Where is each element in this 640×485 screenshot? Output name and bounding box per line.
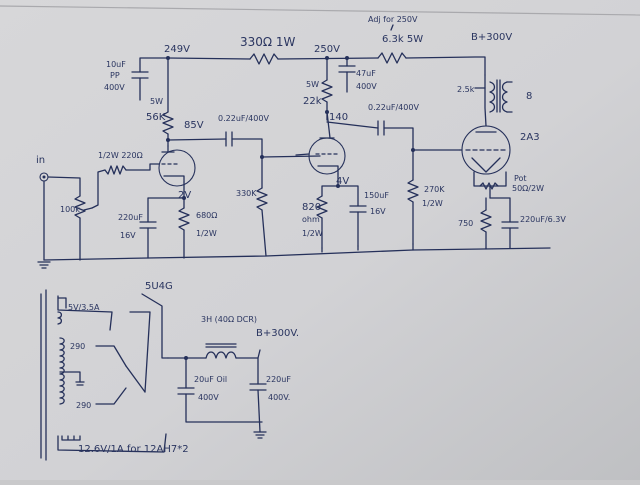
label-pot: Pot xyxy=(514,174,527,183)
power-stage-cathode xyxy=(473,171,519,249)
power-transformer xyxy=(40,289,167,461)
tube-v2 xyxy=(295,137,346,175)
label-10uf-400v: 400V xyxy=(104,83,125,92)
supply-rail xyxy=(166,52,486,76)
label-140: 140 xyxy=(329,112,348,123)
stage2-plate xyxy=(321,57,461,152)
label-150uf-16v: 16V xyxy=(370,207,386,216)
label-2k5: 2.5k xyxy=(457,85,475,94)
label-220uf-psu-400v: 400V. xyxy=(268,393,290,402)
label-bplus-psu: B+300V. xyxy=(256,328,299,339)
stage1-cathode xyxy=(139,181,190,259)
label-5u4g: 5U4G xyxy=(145,281,173,292)
label-270k-1-2w: 1/2W xyxy=(422,199,443,208)
grid-leak-330k xyxy=(256,156,268,257)
label-10uf: 10uF xyxy=(106,60,126,69)
label-330k: 330K xyxy=(236,189,257,198)
label-input: in xyxy=(36,155,45,166)
input-grid-stopper xyxy=(91,165,127,209)
label-6k3-5w: 6.3k 5W xyxy=(382,34,423,45)
label-820-ohm: ohm xyxy=(302,215,320,224)
label-bplus-top: B+300V xyxy=(471,32,512,43)
input-jack xyxy=(39,172,81,261)
label-20uf-oil: 20uF Oil xyxy=(194,375,227,384)
label-290-a: 290 xyxy=(70,342,85,351)
label-grid-stopper: 1/2W 220Ω xyxy=(98,151,143,160)
label-22k: 22k xyxy=(303,96,322,107)
label-330-ohm-1w: 330Ω 1W xyxy=(240,35,296,49)
label-2v: 2V xyxy=(178,190,191,201)
label-220uf: 220uF xyxy=(118,213,143,222)
label-10uf-pp: PP xyxy=(110,71,120,80)
label-choke-3h: 3H (40Ω DCR) xyxy=(201,315,257,324)
cap-20uf-oil xyxy=(177,357,263,423)
label-150uf: 150uF xyxy=(364,191,389,200)
label-290-b: 290 xyxy=(76,401,91,410)
label-250v: 250V xyxy=(314,44,340,55)
label-pot-100k: 100k xyxy=(60,205,80,214)
stage1-plate xyxy=(162,57,321,159)
label-xfmr-8: 8 xyxy=(526,91,532,102)
label-4v: 4V xyxy=(336,176,349,187)
label-220uf-psu: 220uF xyxy=(266,375,291,384)
label-820-1-2w: 1/2W xyxy=(302,229,323,238)
cap-220uf-psu xyxy=(249,357,267,439)
rectifier-5u4g xyxy=(125,293,169,393)
tube-v1 xyxy=(125,145,196,187)
label-adj-note: Adj for 250V xyxy=(368,15,418,24)
label-249v: 249V xyxy=(164,44,190,55)
cap-47uf xyxy=(338,57,356,93)
label-270k: 270K xyxy=(424,185,445,194)
pot-100k xyxy=(74,195,93,261)
label-2a3: 2A3 xyxy=(520,132,540,143)
cap-10uf xyxy=(131,57,169,101)
label-5w-a: 5W xyxy=(150,97,163,106)
label-022uf-b: 0.22uF/400V xyxy=(368,103,419,112)
label-680-1-2w: 1/2W xyxy=(196,229,217,238)
label-680-ohm: 680Ω xyxy=(196,211,217,220)
schematic-labels: 249V 330Ω 1W 250V Adj for 250V 6.3k 5W B… xyxy=(36,15,566,455)
label-5v-3a5: 5V/3.5A xyxy=(68,303,100,312)
ground-bus xyxy=(37,243,551,269)
label-85v: 85V xyxy=(184,120,204,131)
output-transformer xyxy=(474,74,513,127)
label-47uf-400v: 400V xyxy=(356,82,377,91)
label-pot-50ohm: 50Ω/2W xyxy=(512,184,544,193)
adj-arrow xyxy=(390,24,394,31)
label-47uf: 47uF xyxy=(356,69,376,78)
label-56k: 56K xyxy=(146,112,166,123)
label-20uf-400v: 400V xyxy=(198,393,219,402)
paper-fold xyxy=(0,5,640,16)
label-750: 750 xyxy=(458,219,473,228)
label-220uf-16v: 16V xyxy=(120,231,136,240)
label-820: 820 xyxy=(302,202,321,213)
label-5w-b: 5W xyxy=(306,80,319,89)
grid-leak-270k xyxy=(407,149,419,245)
label-heater: 12.6V/1A for 12AH7*2 xyxy=(78,444,189,455)
label-220uf-6v: 220uF/6.3V xyxy=(520,215,566,224)
stage2-cathode xyxy=(316,173,367,249)
label-022uf-a: 0.22uF/400V xyxy=(218,114,269,123)
